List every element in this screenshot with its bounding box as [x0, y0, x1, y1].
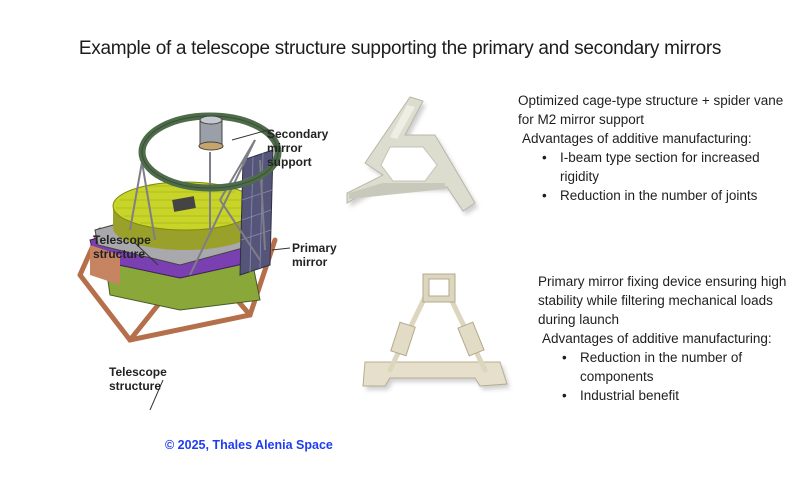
section2-description: Primary mirror fixing device ensuring hi…	[538, 272, 800, 405]
telescope-diagram: Secondary mirror support Telescope struc…	[60, 80, 350, 460]
section1-bullet: •I-beam type section for increased rigid…	[542, 150, 760, 184]
section1-bullet: •Reduction in the number of joints	[542, 188, 758, 203]
page-title: Example of a telescope structure support…	[78, 38, 722, 59]
label-secondary-mirror-support: Secondary mirror support	[267, 127, 329, 169]
base-plate-part	[362, 361, 508, 387]
section1-heading: Optimized cage-type structure + spider v…	[518, 93, 784, 127]
section2-advantages-title: Advantages of additive manufacturing:	[542, 331, 772, 346]
telescope-illustration	[77, 112, 291, 411]
copyright-notice: © 2025, Thales Alenia Space	[165, 438, 333, 452]
section2-heading: Primary mirror fixing device ensuring hi…	[538, 274, 787, 327]
section2-bullet: •Reduction in the number of components	[562, 350, 743, 384]
section1-description: Optimized cage-type structure + spider v…	[518, 91, 798, 205]
section2-bullet-list: •Reduction in the number of components •…	[538, 348, 800, 405]
cage-structure-photo	[335, 85, 510, 235]
label-primary-mirror: Primary mirror	[292, 241, 337, 269]
label-telescope-structure-bottom: Telescope structure	[109, 365, 167, 393]
mirror-fixing-device-photo	[345, 262, 525, 402]
flexure-blocks	[390, 321, 485, 357]
bullet-icon: •	[542, 150, 547, 165]
bullet-icon: •	[562, 388, 567, 403]
section2-bullet: •Industrial benefit	[562, 388, 680, 403]
label-telescope-structure-top: Telescope structure	[93, 233, 151, 261]
section1-advantages-title: Advantages of additive manufacturing:	[522, 131, 752, 146]
bullet-icon: •	[562, 350, 567, 365]
bullet-icon: •	[542, 188, 547, 203]
section1-bullet-list: •I-beam type section for increased rigid…	[518, 148, 798, 205]
